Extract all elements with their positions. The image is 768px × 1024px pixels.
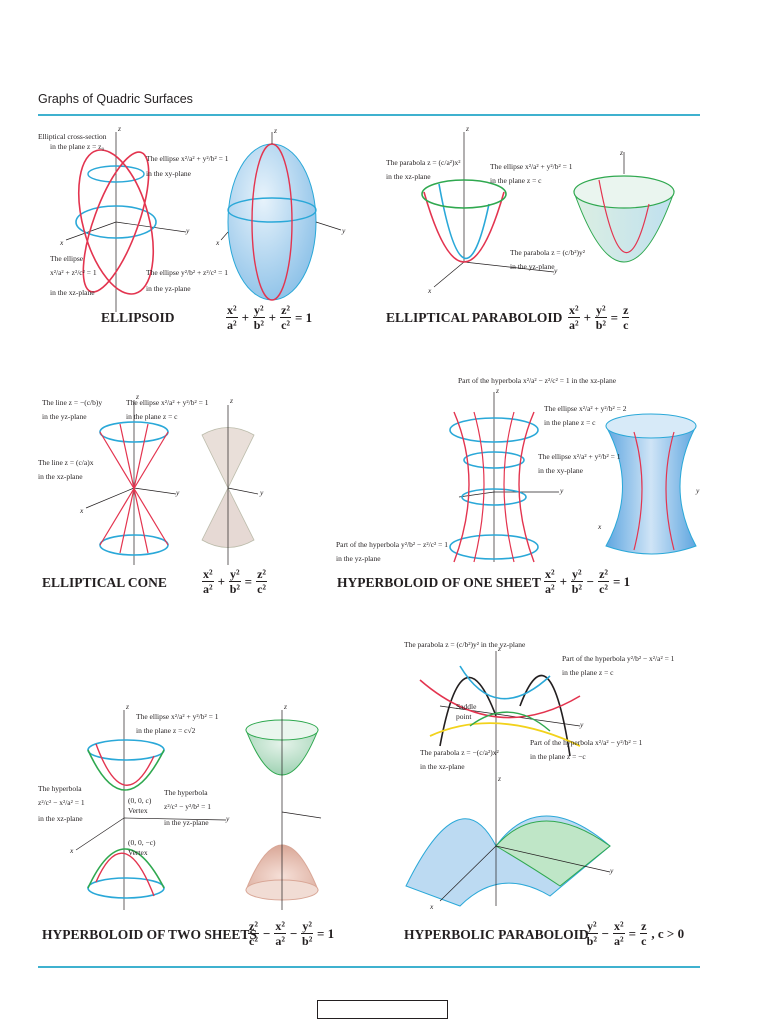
- hpar-ann-9: in the plane z = −c: [530, 752, 586, 761]
- hyp2-ann-8: in the yz-plane: [164, 818, 209, 827]
- parab-ann-1: The parabola z = (c/a²)x²: [386, 158, 461, 167]
- hyp1-ann-1: Part of the hyperbola x²/a² − z²/c² = 1 …: [458, 376, 617, 385]
- ellipsoid-ann-3: The ellipse x²/a² + y²/b² = 1: [146, 154, 229, 163]
- hpar-ann-8: Part of the hyperbola x²/a² − y²/b² = 1: [530, 738, 643, 747]
- hyp2-ann-6: The hyperbola: [164, 788, 208, 797]
- elliptical-paraboloid-panel: z y x z The parabola z = (c/a²)x² in the…: [384, 122, 704, 302]
- parab-ann-4: in the plane z = c: [490, 176, 542, 185]
- hyperbolic-paraboloid-name: HYPERBOLIC PARABOLOID: [404, 927, 589, 942]
- hyp2-ann-1: The ellipse x²/a² + y²/b² = 1: [136, 712, 219, 721]
- ellipsoid-ann-6: x²/a² + z²/c² = 1: [50, 268, 97, 277]
- parab-ann-2: in the xz-plane: [386, 172, 431, 181]
- ellipsoid-ann-5: The ellipse: [50, 254, 84, 263]
- elliptical-cone-name: ELLIPTICAL CONE: [42, 575, 167, 590]
- hyp2-ann-10: Vertex: [128, 806, 148, 815]
- parab-ann-5: The parabola z = (c/b²)y²: [510, 248, 585, 257]
- hyp2-ann-9: (0, 0, c): [128, 796, 152, 805]
- ellipsoid-ann-8: The ellipse y²/b² + z²/c² = 1: [146, 268, 229, 277]
- ellipsoid-panel: z y x z y x Elliptical cross-section in …: [36, 122, 366, 337]
- hpar-ann-4: Saddle: [456, 702, 477, 711]
- top-rule: [38, 114, 700, 116]
- cone-ann-4: in the plane z = c: [126, 412, 178, 421]
- hyp1-ann-7: in the yz-plane: [336, 554, 381, 563]
- hyp1-ann-4: The ellipse x²/a² + y²/b² = 1: [538, 452, 621, 461]
- hpar-ann-3: in the plane z = c: [562, 668, 614, 677]
- hyp2-ann-11: (0, 0, −c): [128, 838, 156, 847]
- page-number-box: [317, 1000, 448, 1019]
- ellipsoid-ann-1: Elliptical cross-section: [38, 132, 107, 141]
- hpar-ann-6: The parabola z = −(c/a²)x²: [420, 748, 499, 757]
- elliptical-cone-panel: z y x z y The line z = −(c/b)y in the yz…: [36, 390, 316, 570]
- cone-ann-6: in the xz-plane: [38, 472, 83, 481]
- hpar-ann-7: in the xz-plane: [420, 762, 465, 771]
- parab-ann-3: The ellipse x²/a² + y²/b² = 1: [490, 162, 573, 171]
- cone-ann-2: in the yz-plane: [42, 412, 87, 421]
- hyp2-ann-3: The hyperbola: [38, 784, 82, 793]
- bottom-rule: [38, 966, 700, 968]
- hyp2-ann-12: Vertex: [128, 848, 148, 857]
- hyp2-ann-7: z²/c² − y²/b² = 1: [164, 802, 212, 811]
- hyp2-ann-5: in the xz-plane: [38, 814, 83, 823]
- hyperbolic-paraboloid-diagram: [405, 651, 611, 907]
- ellipsoid-ann-9: in the yz-plane: [146, 284, 191, 293]
- page-title: Graphs of Quadric Surfaces: [38, 92, 193, 106]
- hyp2-ann-4: z²/c² − x²/a² = 1: [38, 798, 85, 807]
- elliptical-paraboloid-name: ELLIPTICAL PARABOLOID: [386, 310, 563, 325]
- hyperboloid-one-sheet-name: HYPERBOLOID OF ONE SHEET: [337, 575, 541, 590]
- ellipsoid-ann-4: in the xy-plane: [146, 169, 191, 178]
- hyp1-ann-2: The ellipse x²/a² + y²/b² = 2: [544, 404, 627, 413]
- hyperboloid-two-sheets-panel: z y x z The ellipse x²/a² + y²/b² = 1 in…: [36, 700, 326, 920]
- hyperboloid-two-sheets-diagram: [75, 710, 322, 910]
- elliptical-paraboloid-diagram: [421, 132, 675, 288]
- hpar-ann-1: The parabola z = (c/b²)y² in the yz-plan…: [404, 640, 526, 649]
- hyp1-ann-6: Part of the hyperbola y²/b² − z²/c² = 1: [336, 540, 449, 549]
- cone-ann-1: The line z = −(c/b)y: [42, 398, 103, 407]
- hyp2-ann-2: in the plane z = c√2: [136, 726, 196, 735]
- hyp1-ann-3: in the plane z = c: [544, 418, 596, 427]
- hyp1-ann-5: in the xy-plane: [538, 466, 583, 475]
- hyperbolic-paraboloid-panel: z y z y x The parabola z = (c/b²)y² in t…: [400, 636, 704, 916]
- parab-ann-6: in the yz-plane: [510, 262, 555, 271]
- cone-ann-5: The line z = (c/a)x: [38, 458, 94, 467]
- ellipsoid-ann-7: in the xz-plane: [50, 288, 95, 297]
- hyperboloid-one-sheet-diagram: [449, 392, 697, 563]
- ellipsoid-name: ELLIPSOID: [101, 310, 175, 325]
- cone-ann-3: The ellipse x²/a² + y²/b² = 1: [126, 398, 209, 407]
- ellipsoid-ann-2: in the plane z = z₀: [50, 142, 105, 151]
- hpar-ann-5: point: [456, 712, 472, 721]
- hyperboloid-two-sheets-name: HYPERBOLOID OF TWO SHEETS: [42, 927, 257, 942]
- hyperboloid-one-sheet-panel: z y y x Part of the hyperbola x²/a² − z²…: [334, 372, 704, 567]
- ellipsoid-diagram: [65, 132, 342, 312]
- hpar-ann-2: Part of the hyperbola y²/b² − x²/a² = 1: [562, 654, 675, 663]
- elliptical-cone-diagram: [85, 400, 259, 565]
